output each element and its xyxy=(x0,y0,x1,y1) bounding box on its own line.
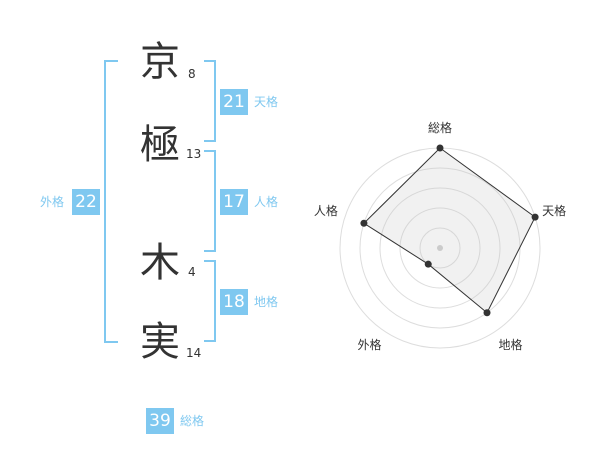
jinkaku-label: 人格 xyxy=(254,195,279,209)
radar-ring xyxy=(419,227,461,269)
radar-point-4 xyxy=(360,219,368,227)
chikaku-bracket xyxy=(204,260,216,342)
radar-ring xyxy=(379,187,501,309)
radar-axis-label-0: 総格 xyxy=(428,120,452,135)
radar-axis-label-2: 地格 xyxy=(499,337,523,352)
name-char-4: 実 xyxy=(140,319,180,365)
radar-series-polygon xyxy=(363,147,536,314)
tenkaku-value-badge: 21 xyxy=(220,89,248,115)
radar-point-0 xyxy=(436,144,444,152)
stroke-count-2: 13 xyxy=(186,147,202,161)
chikaku-value-badge: 18 xyxy=(220,289,248,315)
jinkaku-value-badge: 17 xyxy=(220,189,248,215)
stroke-count-4: 14 xyxy=(186,346,202,360)
radar-axis-label-1: 天格 xyxy=(542,203,566,218)
soukaku-value-badge: 39 xyxy=(146,408,174,434)
radar-point-1 xyxy=(531,213,539,221)
radar-axis-label-4: 人格 xyxy=(314,203,338,218)
radar-ring xyxy=(399,207,481,289)
radar-point-3 xyxy=(424,260,432,268)
soukaku-label: 総格 xyxy=(180,414,205,428)
gaikaku-label: 外格 xyxy=(40,195,65,209)
name-char-3: 木 xyxy=(140,240,180,286)
tenkaku-bracket xyxy=(204,60,216,142)
name-char-2: 極 xyxy=(140,122,180,168)
chikaku-label: 地格 xyxy=(254,295,279,309)
radar-center-dot xyxy=(437,245,443,251)
gaikaku-bracket xyxy=(104,60,118,343)
name-char-1: 京 xyxy=(140,39,180,85)
stroke-count-3: 4 xyxy=(188,265,196,279)
jinkaku-bracket xyxy=(204,150,216,252)
tenkaku-label: 天格 xyxy=(254,95,279,109)
stroke-count-1: 8 xyxy=(188,67,196,81)
gaikaku-value-badge: 22 xyxy=(72,189,100,215)
radar-point-2 xyxy=(483,309,491,317)
radar-axis-label-3: 外格 xyxy=(357,337,381,352)
